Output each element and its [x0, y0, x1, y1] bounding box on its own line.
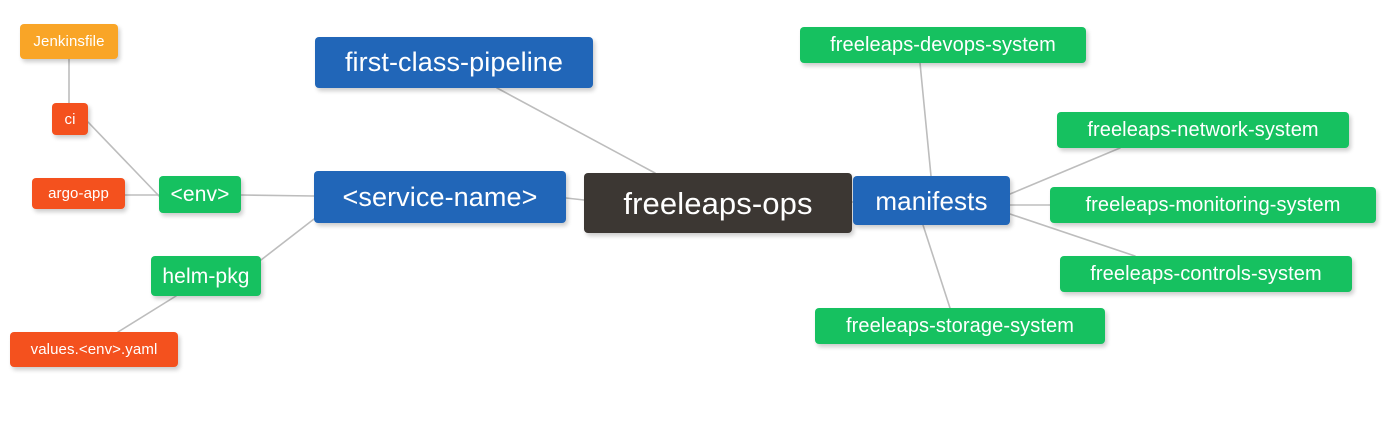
edge-manifests-to-freeleaps-devops-system [919, 62, 932, 177]
edge-service-name-to-freeleaps-ops [565, 197, 585, 201]
node-label-env: <env> [170, 183, 230, 206]
node-label-service-name: <service-name> [342, 181, 538, 212]
edge-service-name-to-helm-pkg [260, 218, 315, 261]
node-label-jenkinsfile: Jenkinsfile [33, 33, 105, 50]
node-label-helm-pkg: helm-pkg [162, 264, 250, 288]
node-label-freeleaps-controls-system: freeleaps-controls-system [1090, 263, 1322, 285]
edge-env-to-service-name [240, 194, 315, 197]
node-label-values-env-yaml: values.<env>.yaml [30, 341, 158, 358]
mindmap-node-freeleaps-network-system[interactable]: freeleaps-network-system [1057, 112, 1349, 148]
node-label-freeleaps-devops-system: freeleaps-devops-system [830, 34, 1056, 56]
mindmap-node-freeleaps-controls-system[interactable]: freeleaps-controls-system [1060, 256, 1352, 292]
mindmap-node-ci[interactable]: ci [52, 103, 88, 135]
node-label-manifests: manifests [875, 185, 988, 216]
node-label-argo-app: argo-app [48, 185, 109, 202]
mindmap-node-jenkinsfile[interactable]: Jenkinsfile [20, 24, 118, 59]
mindmap-node-values-env-yaml[interactable]: values.<env>.yaml [10, 332, 178, 367]
node-label-first-class-pipeline: first-class-pipeline [344, 47, 564, 77]
mindmap-node-freeleaps-devops-system[interactable]: freeleaps-devops-system [800, 27, 1086, 63]
node-label-freeleaps-monitoring-system: freeleaps-monitoring-system [1085, 194, 1341, 216]
node-label-freeleaps-storage-system: freeleaps-storage-system [845, 315, 1075, 337]
edge-helm-pkg-to-values-env-yaml [117, 295, 177, 333]
edge-manifests-to-freeleaps-storage-system [922, 224, 951, 309]
mindmap-node-first-class-pipeline[interactable]: first-class-pipeline [315, 37, 593, 88]
node-label-freeleaps-ops: freeleaps-ops [623, 185, 813, 221]
mindmap-node-manifests[interactable]: manifests [853, 176, 1010, 225]
mindmap-node-service-name[interactable]: <service-name> [314, 171, 566, 223]
mindmap-node-argo-app[interactable]: argo-app [32, 178, 125, 209]
mindmap-node-freeleaps-storage-system[interactable]: freeleaps-storage-system [815, 308, 1105, 344]
mindmap-node-freeleaps-monitoring-system[interactable]: freeleaps-monitoring-system [1050, 187, 1376, 223]
edge-first-class-pipeline-to-freeleaps-ops [496, 87, 656, 174]
node-label-ci: ci [64, 110, 76, 128]
node-label-freeleaps-network-system: freeleaps-network-system [1087, 119, 1319, 141]
mindmap-node-freeleaps-ops[interactable]: freeleaps-ops [584, 173, 852, 233]
mindmap-node-helm-pkg[interactable]: helm-pkg [151, 256, 261, 296]
mindmap-node-env[interactable]: <env> [159, 176, 241, 213]
